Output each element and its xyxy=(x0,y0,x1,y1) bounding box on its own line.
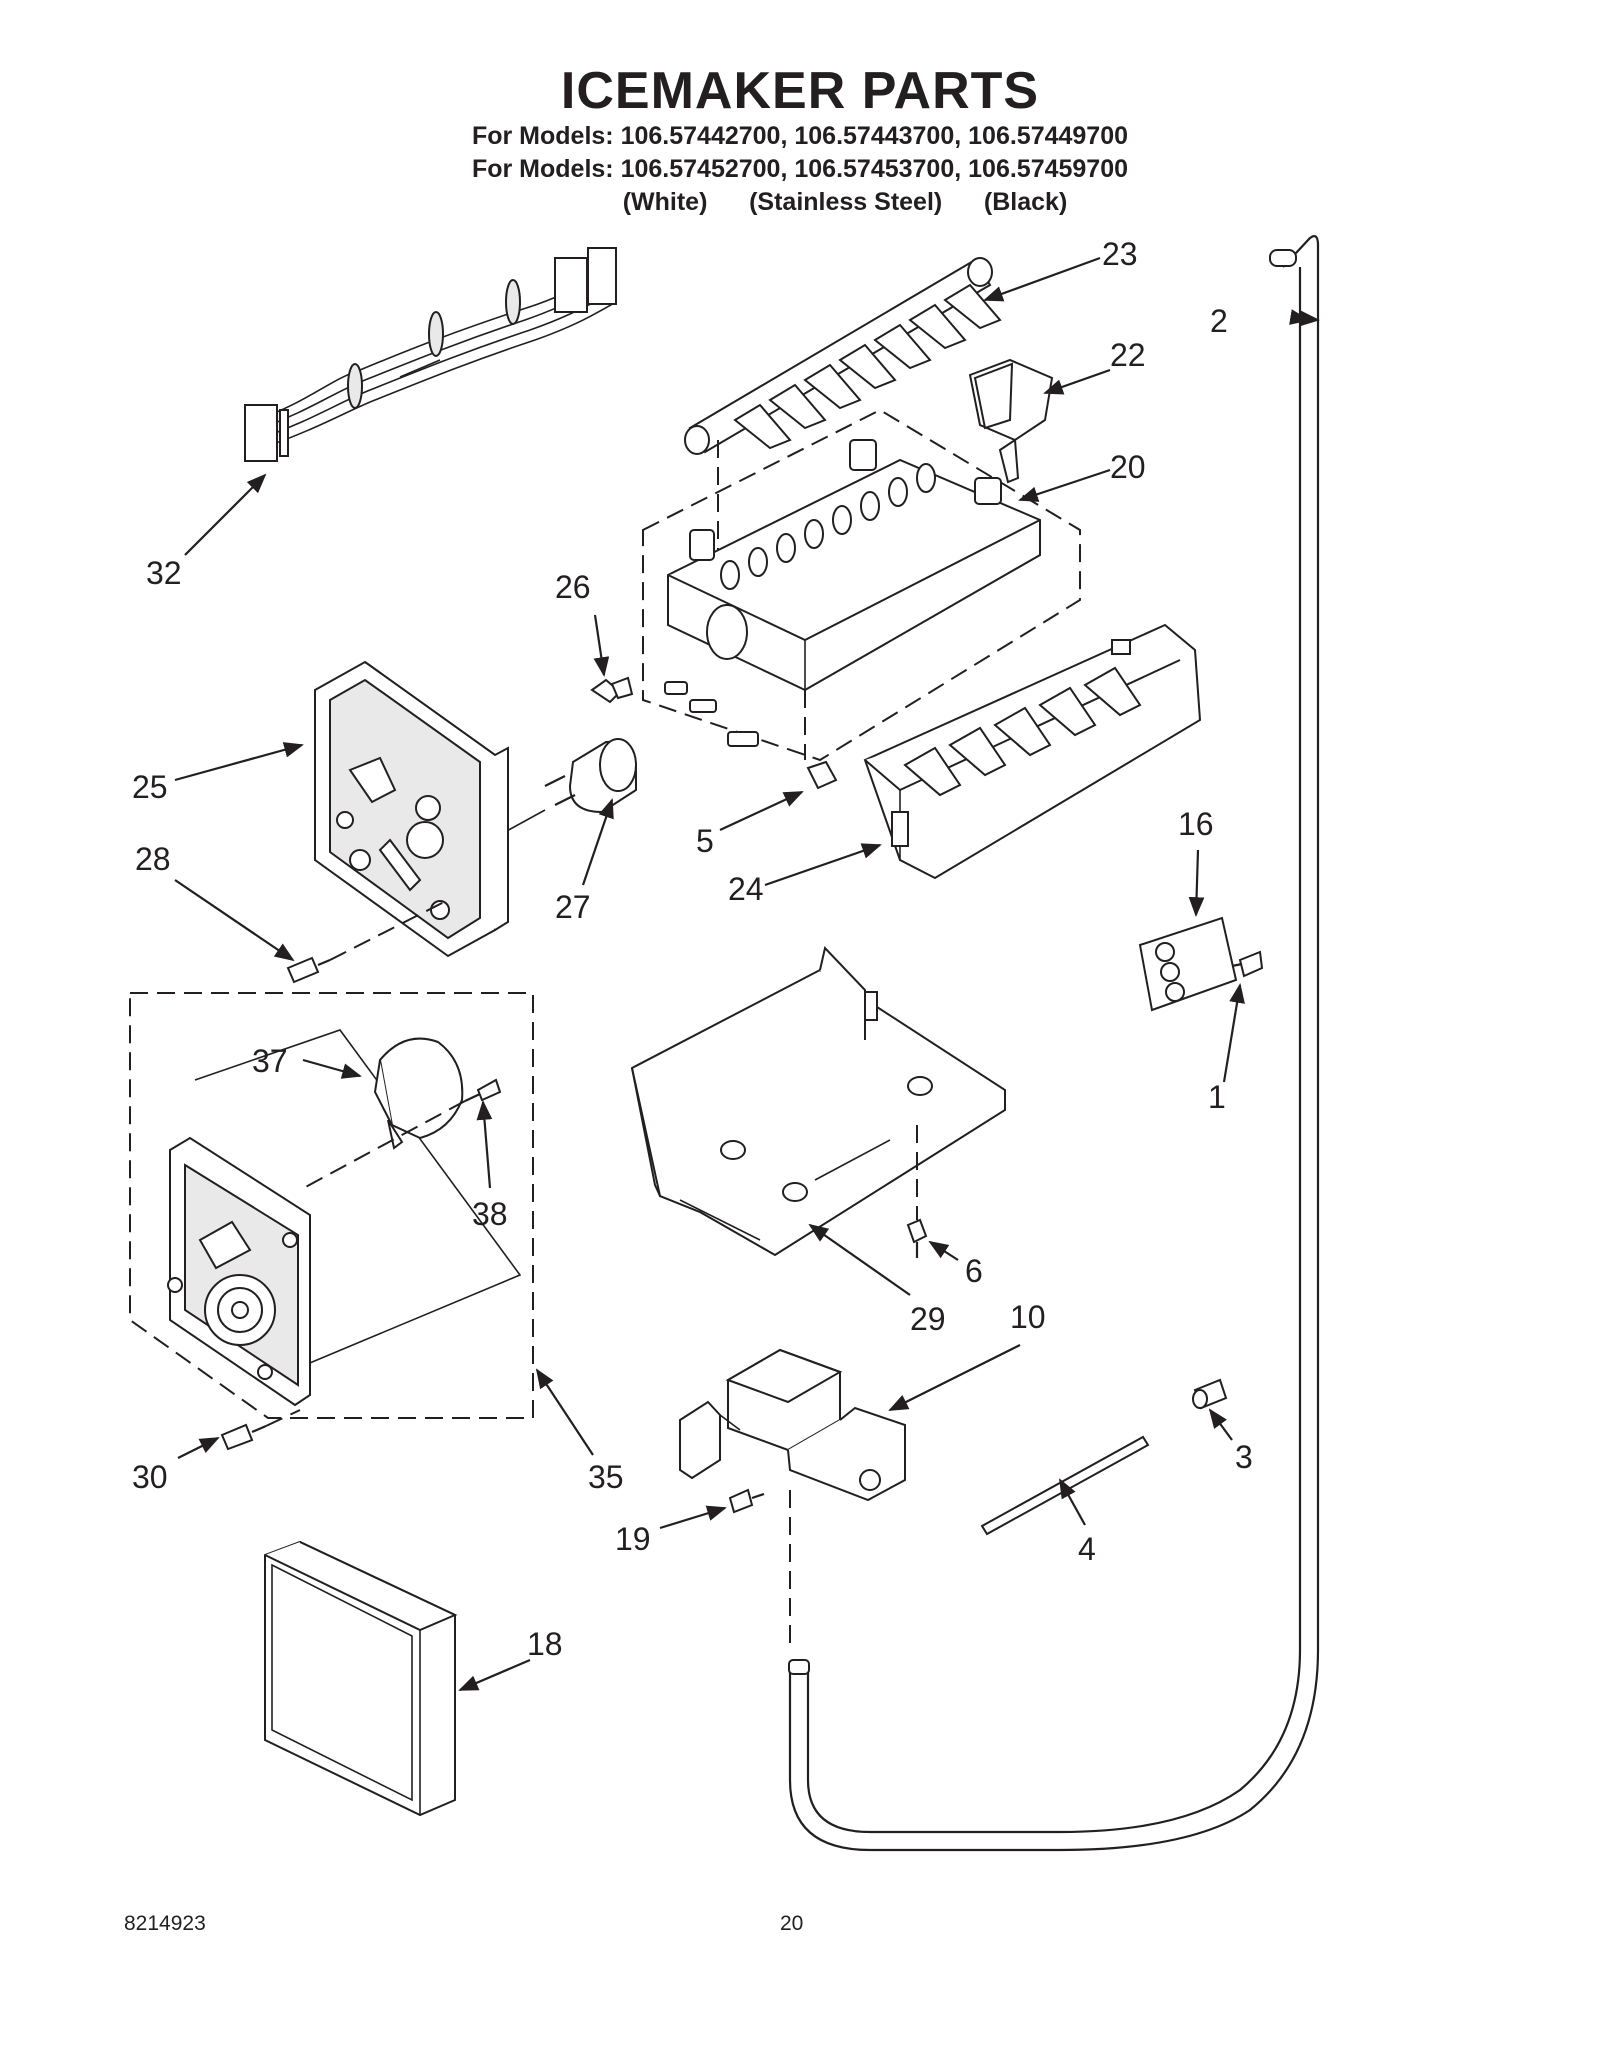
doc-number: 8214923 xyxy=(124,1912,206,1935)
finish-labels: (White) (Stainless Steel) (Black) xyxy=(0,186,1600,219)
screw-19-part xyxy=(728,1488,765,1514)
motor-plate-part xyxy=(167,1136,311,1407)
page-number: 20 xyxy=(780,1912,804,1935)
callout-32: 32 xyxy=(146,555,182,591)
finish-white: (White) xyxy=(622,188,708,216)
fill-cup-part xyxy=(968,358,1054,484)
callout-27: 27 xyxy=(555,889,591,925)
screw-28-part xyxy=(286,956,331,984)
finish-stainless: (Stainless Steel) xyxy=(749,188,943,216)
motor-part xyxy=(373,1037,464,1150)
leader-arrows xyxy=(174,256,1320,1692)
screw-30-part xyxy=(220,1423,267,1451)
fill-tube-part xyxy=(788,235,1320,1852)
tube-part xyxy=(980,1435,1150,1536)
motor-plug-part xyxy=(493,738,637,839)
page-title: ICEMAKER PARTS xyxy=(560,62,1040,120)
callout-6: 6 xyxy=(965,1253,983,1289)
callout-28: 28 xyxy=(135,841,171,877)
callout-labels: 1 2 3 4 5 6 10 16 18 19 20 22 23 24 25 2… xyxy=(132,236,1253,1662)
callout-16: 16 xyxy=(1178,806,1214,842)
screw-38-part xyxy=(464,1078,502,1102)
ice-mold-part xyxy=(642,408,1081,762)
bin-support-part xyxy=(630,945,1006,1257)
callout-10: 10 xyxy=(1010,1299,1046,1335)
callout-22: 22 xyxy=(1110,337,1146,373)
motor-assembly-box xyxy=(129,992,534,1419)
callout-4: 4 xyxy=(1078,1531,1096,1567)
fitting-part xyxy=(1192,1378,1228,1410)
callout-1: 1 xyxy=(1208,1079,1226,1115)
callout-38: 38 xyxy=(472,1196,508,1232)
callout-20: 20 xyxy=(1110,449,1146,485)
callout-29: 29 xyxy=(910,1301,946,1337)
cover-part xyxy=(264,1540,458,1817)
callout-23: 23 xyxy=(1102,236,1138,272)
ejector-blade-part xyxy=(684,257,1002,455)
screw-6-part xyxy=(906,1218,928,1258)
page-header: ICEMAKER PARTS For Models: 106.57442700,… xyxy=(0,62,1600,219)
callout-3: 3 xyxy=(1235,1439,1253,1475)
callout-26: 26 xyxy=(555,569,591,605)
callout-18: 18 xyxy=(527,1626,563,1662)
clip-part xyxy=(806,760,838,790)
bracket-part xyxy=(1138,916,1264,1012)
wire-harness-part xyxy=(244,247,617,462)
callout-19: 19 xyxy=(615,1521,651,1557)
ice-stripper-part xyxy=(863,623,1202,880)
retainer-part xyxy=(590,676,634,704)
finish-black: (Black) xyxy=(983,188,1068,216)
callout-5: 5 xyxy=(696,823,714,859)
callout-30: 30 xyxy=(132,1459,168,1495)
callout-24: 24 xyxy=(728,871,764,907)
control-housing-part xyxy=(314,660,509,958)
callout-2: 2 xyxy=(1210,303,1228,339)
callout-25: 25 xyxy=(132,769,168,805)
water-valve-part xyxy=(679,1348,906,1502)
callout-35: 35 xyxy=(588,1459,624,1495)
callout-37: 37 xyxy=(252,1043,288,1079)
model-line-2: For Models: 106.57452700, 106.57453700, … xyxy=(471,155,1129,183)
model-line-1: For Models: 106.57442700, 106.57443700, … xyxy=(471,122,1129,150)
